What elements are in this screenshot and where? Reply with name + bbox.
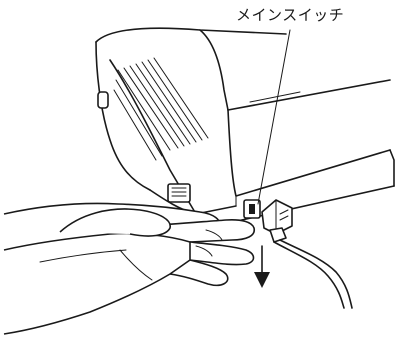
callout-leader-line [258, 30, 290, 204]
vent-grille [114, 58, 208, 160]
power-plug [262, 200, 352, 308]
main-switch [244, 200, 260, 218]
main-switch-callout-label: メインスイッチ [236, 4, 344, 25]
down-arrow-icon [254, 246, 270, 288]
hand [4, 203, 254, 334]
projector-body [96, 28, 390, 214]
